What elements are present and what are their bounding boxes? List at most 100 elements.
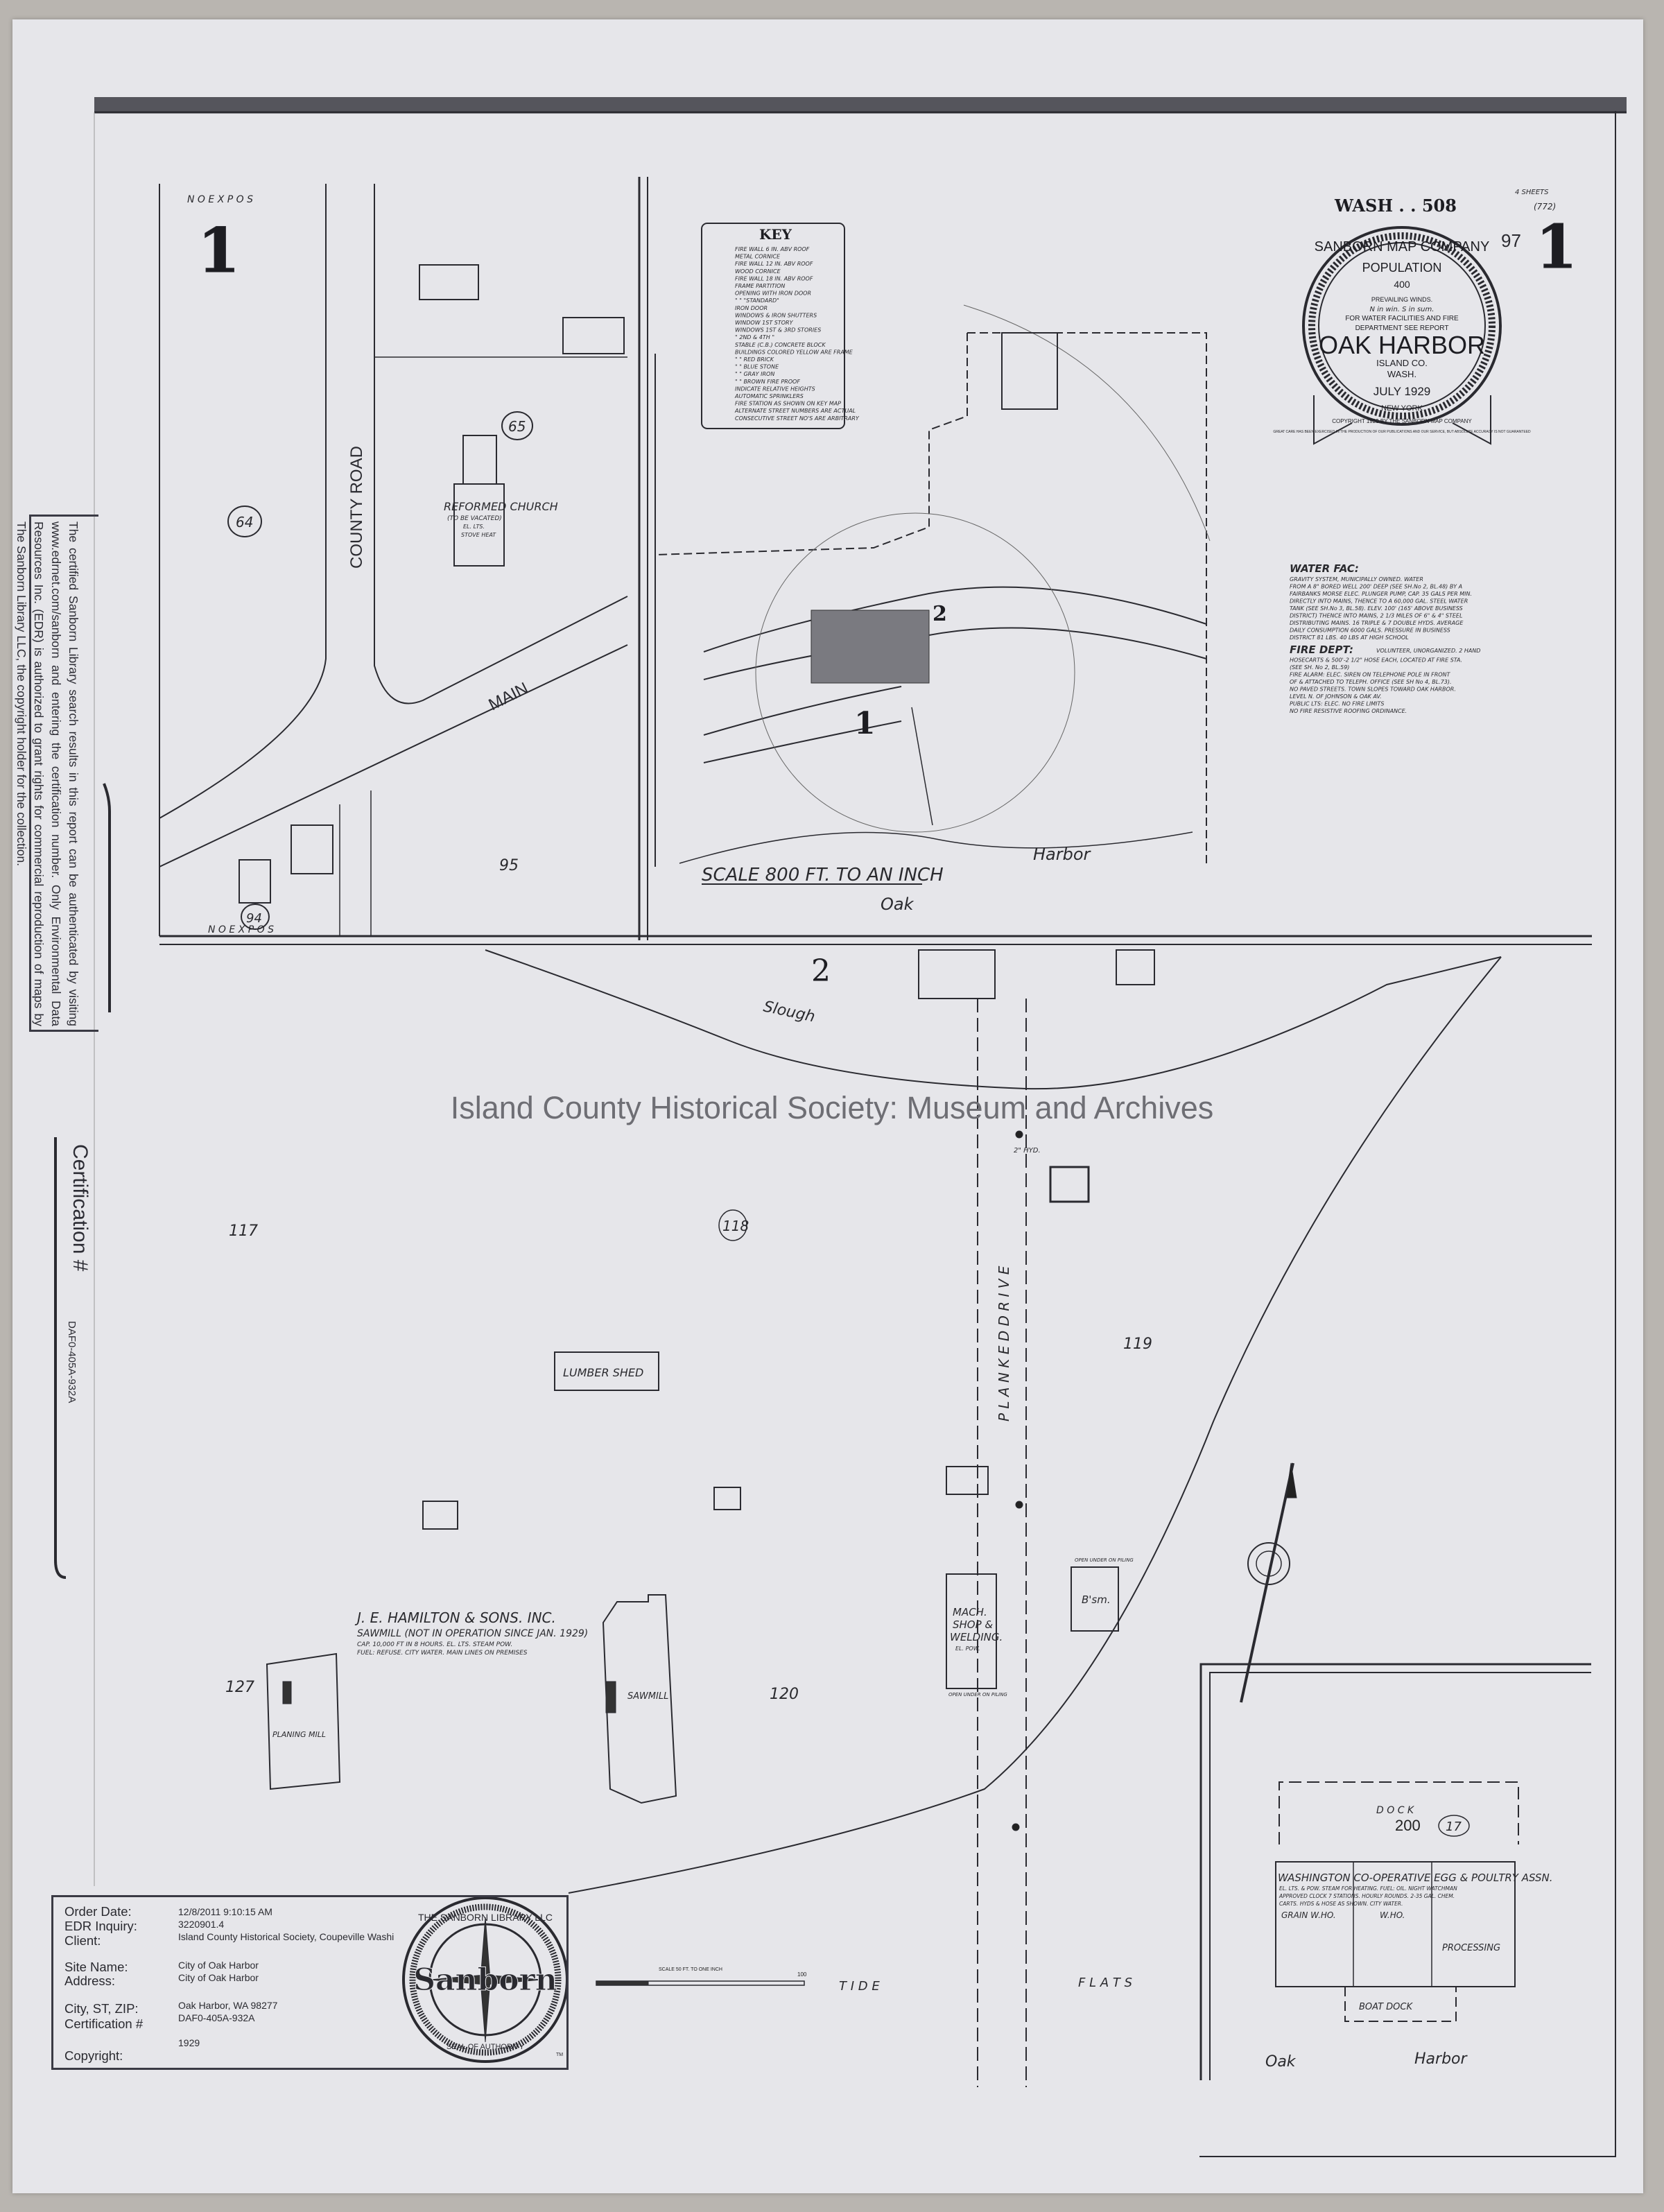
seal-county: ISLAND CO. [1376,358,1428,368]
block-number: 65 [508,418,526,435]
bracket-ornament [103,783,111,1012]
inset-scale-label: SCALE 800 FT. TO AN INCH [702,865,944,885]
sheet-number-small: 97 [1501,230,1521,251]
building [291,824,333,874]
text-line: FIRE WALL 12 IN. ABV ROOF [735,261,813,267]
height-circle [1438,1815,1470,1837]
inset-key-map [655,304,1211,867]
seal-population-label: POPULATION [1362,261,1442,275]
north-arrow-icon [1240,1462,1297,1703]
text-line: " " "STANDARD" [735,297,779,304]
scale-bar-label: SCALE 50 FT. TO ONE INCH [659,1967,722,1972]
watermark: Island County Historical Society: Museum… [450,1090,1214,1125]
planing-mill-label: PLANING MILL [272,1730,326,1739]
edr-inquiry-label: EDR Inquiry: [64,1919,137,1933]
block-circle [241,904,270,930]
boat-dock-outline [1344,1987,1457,2022]
church-tower [462,435,497,485]
sawmill-label: SAWMILL [627,1691,668,1702]
map-sheet [12,19,1643,2193]
hydrant-label: 2" HYD. [1014,1147,1041,1155]
building [419,264,479,300]
mach-shop-label: SHOP & [953,1618,993,1631]
text-line: FAIRBANKS MORSE ELEC. PLUNGER PUMP, CAP.… [1290,591,1472,597]
coop-note: APPROVED CLOCK 7 STATIONS. HOURLY ROUNDS… [1279,1893,1455,1899]
copyright-label: Copyright: [64,2048,123,2063]
certification-side-number: DAF0-405A-932A [66,1321,78,1403]
order-date-value: 12/8/2011 9:10:15 AM [178,1906,272,1917]
reformed-church-building [453,483,505,567]
key-title: KEY [759,226,792,243]
text-line: " " RED BRICK [735,356,774,363]
order-date-label: Order Date: [64,1904,132,1919]
copyright-value: 1929 [178,2037,200,2048]
open-under-label: OPEN UNDER ON PILING [948,1692,1007,1697]
sawmill-title: SAWMILL (NOT IN OPERATION SINCE JAN. 192… [357,1628,588,1639]
text-line: AUTOMATIC SPRINKLERS [734,393,804,399]
site-name-label: Site Name: [64,1960,128,1974]
fire-dept-text: VOLUNTEER, UNORGANIZED. 2 HANDHOSECARTS … [1290,648,1480,714]
hydrant [1015,1130,1023,1139]
address-label: Address: [64,1973,116,1988]
block-circle [227,506,262,537]
flats-label: F L A T S [1078,1976,1132,1990]
sheet-number: 1 [1536,212,1577,282]
county-road-west-edge [159,184,327,819]
inset-frame-2 [1209,1672,1591,2080]
sanborn-library-seal: Sanborn THE SANBORN LIBRARY LLC SEAL OF … [402,1896,569,2063]
no-exposure-label: N O E X P O S [187,194,253,205]
text-line: " 2ND & 4TH " [735,334,774,340]
block-circle [501,411,533,440]
edr-inquiry-value: 3220901.4 [178,1919,225,1930]
text-line: CONSECUTIVE STREET NO'S ARE ARBITRARY [735,415,860,422]
text-line: WINDOW 1ST STORY [735,320,794,326]
certification-label: Certification # [64,2016,144,2031]
inset-oak-label: Oak [881,895,915,914]
mach-shop-label: WELDING. [950,1631,1003,1643]
processing-label: PROCESSING [1442,1943,1500,1953]
dock-outline [1279,1781,1519,1844]
text-line: WINDOWS & IRON SHUTTERS [735,312,817,318]
sheet-code: WASH . . 508 [1334,196,1457,216]
client-label: Client: [64,1933,101,1948]
text-line: HOSECARTS & 500'-2 1/2" HOSE EACH, LOCAT… [1290,657,1462,664]
sawmill-capacity: CAP. 10,000 FT IN 8 HOURS. EL. LTS. STEA… [357,1641,512,1648]
text-line: TANK (SEE SH.No 3, BL.58). ELEV. 100' (1… [1290,605,1463,612]
dock-structure [918,949,996,999]
seal-city: NEW YORK [1381,404,1423,413]
section-number-2: 2 [811,953,831,989]
mach-shop-power: EL. POW. [955,1645,980,1652]
city-st-zip-value: Oak Harbor, WA 98277 [178,2000,278,2011]
boiler [282,1681,292,1704]
certification-value: DAF0-405A-932A [178,2012,255,2023]
text-line: PUBLIC LTS: ELEC. NO FIRE LIMITS [1290,701,1384,707]
certification-side-label: Certification # [69,1144,92,1272]
seal-company: SANBORN MAP COMPANY [1315,239,1490,254]
inset-sheet-1: 1 [854,706,876,741]
dock-height: 17 [1446,1820,1462,1834]
main-road-south-edge [159,644,628,867]
site-name-value: City of Oak Harbor [178,1960,259,1971]
library-seal-bottom: SEAL OF AUTHORITY [447,2043,525,2051]
hydrant [1015,1501,1023,1509]
open-under-label: OPEN UNDER ON PILING [1075,1557,1134,1563]
church-heat: STOVE HEAT [461,532,496,538]
text-line: FIRE WALL 6 IN. ABV ROOF [735,246,810,252]
text-line: " " BROWN FIRE PROOF [735,379,800,385]
title-seal [1302,226,1502,445]
blacksmith-label: B'sm. [1082,1593,1111,1606]
text-line: FIRE WALL 18 IN. ABV ROOF [735,275,813,282]
block-number: 64 [236,514,253,530]
text-line: DISTRICT) THENCE INTO MAINS, 2 1/3 MILES… [1290,613,1462,619]
sheet-ref: (772) [1534,202,1556,211]
seal-winds-value: N in win. S in sum. [1370,306,1435,313]
grain-warehouse-label: GRAIN W.HO. [1281,1910,1336,1920]
text-line: " " GRAY IRON [735,371,774,377]
tide-label: T I D E [839,1979,880,1994]
text-line: " " BLUE STONE [735,364,779,370]
coop-note: CARTS. HYDS & HOSE AS SHOWN. CITY WATER. [1279,1901,1403,1907]
coop-name: WASHINGTON CO-OPERATIVE EGG & POULTRY AS… [1278,1872,1552,1884]
seal-note-1: FOR WATER FACILITIES AND FIRE [1345,315,1459,322]
